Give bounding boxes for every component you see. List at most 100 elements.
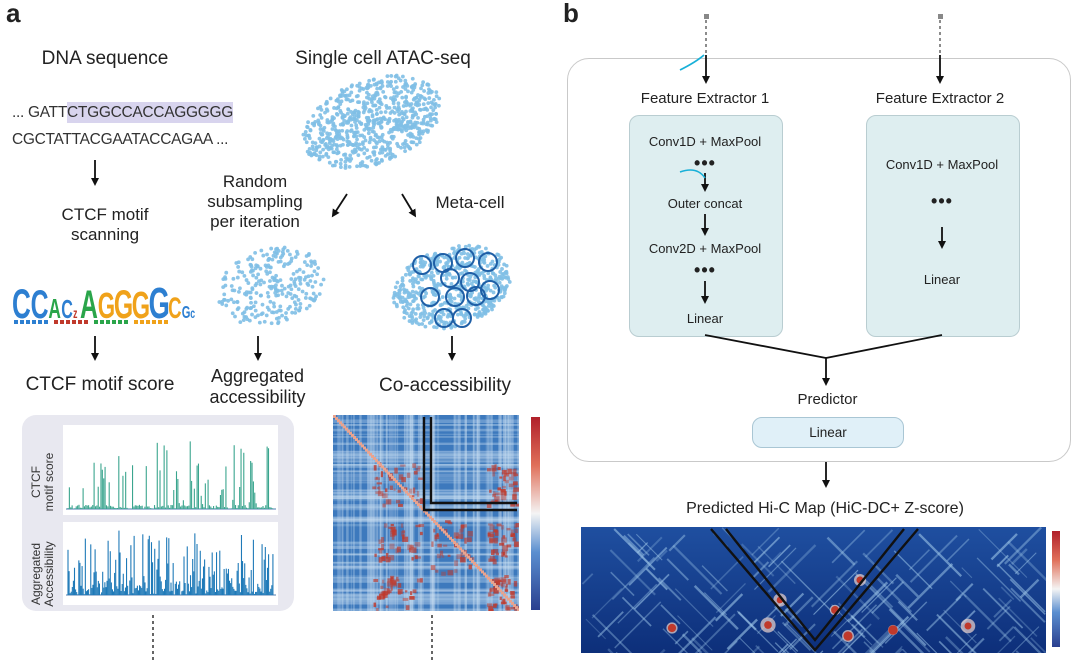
cell-dot <box>250 257 255 262</box>
coacc-stripe-h <box>333 436 519 438</box>
coacc-stripe-h <box>333 518 519 523</box>
cell-dot <box>420 322 425 326</box>
coacc-stripe-h <box>333 565 519 568</box>
coacc-stripe-v <box>409 415 414 611</box>
coacc-diagonal <box>383 467 386 471</box>
hic-streak <box>613 528 656 571</box>
coacc-red-block <box>512 537 517 542</box>
cell-dot <box>362 151 367 156</box>
random-subsampling-label: Random subsampling per iteration <box>190 172 320 232</box>
cell-dot <box>449 295 454 300</box>
cell-dot <box>324 101 328 106</box>
cell-dot <box>259 293 263 298</box>
cell-dot <box>437 103 441 108</box>
motif-logo-small <box>106 320 110 324</box>
cell-dot <box>332 142 337 147</box>
cell-dot <box>342 118 347 123</box>
cell-dot <box>451 246 456 251</box>
coacc-red-block <box>500 489 506 495</box>
coacc-red-block <box>416 556 421 559</box>
coacc-red-block <box>496 523 502 527</box>
cell-dot <box>388 96 393 101</box>
cell-dot <box>400 276 405 280</box>
coacc-diagonal <box>341 423 344 427</box>
cell-dot <box>246 257 250 262</box>
cell-dot <box>477 294 481 299</box>
hic-streak <box>1009 578 1046 615</box>
dna-sequence-title: DNA sequence <box>41 48 169 69</box>
coacc-red-block <box>436 533 439 537</box>
coacc-red-block <box>387 578 393 583</box>
coacc-stripe-h <box>333 553 519 556</box>
coacc-red-block <box>505 585 508 592</box>
cell-dot <box>375 86 380 91</box>
coacc-stripe-v <box>464 415 467 611</box>
cell-dot <box>344 130 349 135</box>
hic-streak <box>645 567 668 591</box>
coacc-red-block <box>510 529 514 534</box>
cell-dot <box>349 90 354 95</box>
coacc-stripe-h <box>333 595 519 600</box>
cell-dot <box>236 265 241 269</box>
cell-dot <box>451 275 455 280</box>
cell-dot <box>319 115 324 120</box>
cell-dot <box>317 144 322 149</box>
coacc-stripe-v <box>337 415 341 611</box>
cell-dot <box>411 140 416 145</box>
cell-dot <box>270 275 275 280</box>
metacell-ring <box>480 280 500 300</box>
cell-dot <box>378 86 383 91</box>
motif-logo-small <box>84 320 88 324</box>
coacc-stripe-h <box>333 495 519 500</box>
cell-dot <box>280 313 284 318</box>
cell-dot <box>421 295 426 300</box>
cell-dot <box>402 112 407 117</box>
coacc-red-block <box>514 541 519 548</box>
cell-dot <box>268 270 272 275</box>
cell-dot <box>335 144 340 149</box>
coaccessibility-heatmap <box>333 415 519 611</box>
cell-dot <box>404 95 408 100</box>
coacc-red-block <box>374 553 377 557</box>
cell-dot <box>405 124 410 128</box>
coacc-diagonal <box>353 436 356 439</box>
coacc-red-block <box>384 488 388 493</box>
coacc-red-block <box>500 577 507 583</box>
cell-dot <box>355 83 360 88</box>
cell-dot <box>417 99 421 103</box>
cell-dot <box>366 115 371 120</box>
aggregated-accessibility-label: Aggregated accessibility <box>195 366 320 408</box>
cell-dot <box>391 87 396 92</box>
cell-dot <box>387 116 392 121</box>
coacc-window-outline <box>422 417 517 512</box>
motif-logo-small <box>146 320 150 324</box>
cell-dot <box>480 271 484 275</box>
cell-dot <box>421 305 426 310</box>
cell-dot <box>366 92 371 97</box>
ctcf-motif-track <box>67 441 274 509</box>
coacc-diagonal <box>357 440 360 444</box>
coacc-red-block <box>398 503 403 507</box>
cell-dot <box>406 102 411 107</box>
coacc-diagonal <box>473 562 476 565</box>
cell-dot <box>434 94 439 99</box>
coacc-stripe-v <box>506 415 510 611</box>
cell-dot <box>420 262 424 267</box>
cell-dot <box>367 96 372 101</box>
cell-dot <box>466 256 470 260</box>
cell-dot <box>338 165 343 170</box>
cell-dot <box>223 275 227 280</box>
cell-dot <box>304 306 309 311</box>
hic-streak <box>703 592 727 616</box>
cell-dot <box>393 293 398 297</box>
cell-dot <box>397 117 401 122</box>
hic-streak <box>777 643 789 653</box>
coacc-red-block <box>506 527 511 531</box>
coacc-diagonal <box>361 444 364 448</box>
hic-streak <box>668 534 686 552</box>
predictor-linear-box: Linear <box>752 417 904 448</box>
coacc-red-block <box>492 470 496 477</box>
cell-dot <box>420 259 425 264</box>
motif-logo-letter: A <box>80 283 98 327</box>
cell-dot <box>372 151 376 156</box>
